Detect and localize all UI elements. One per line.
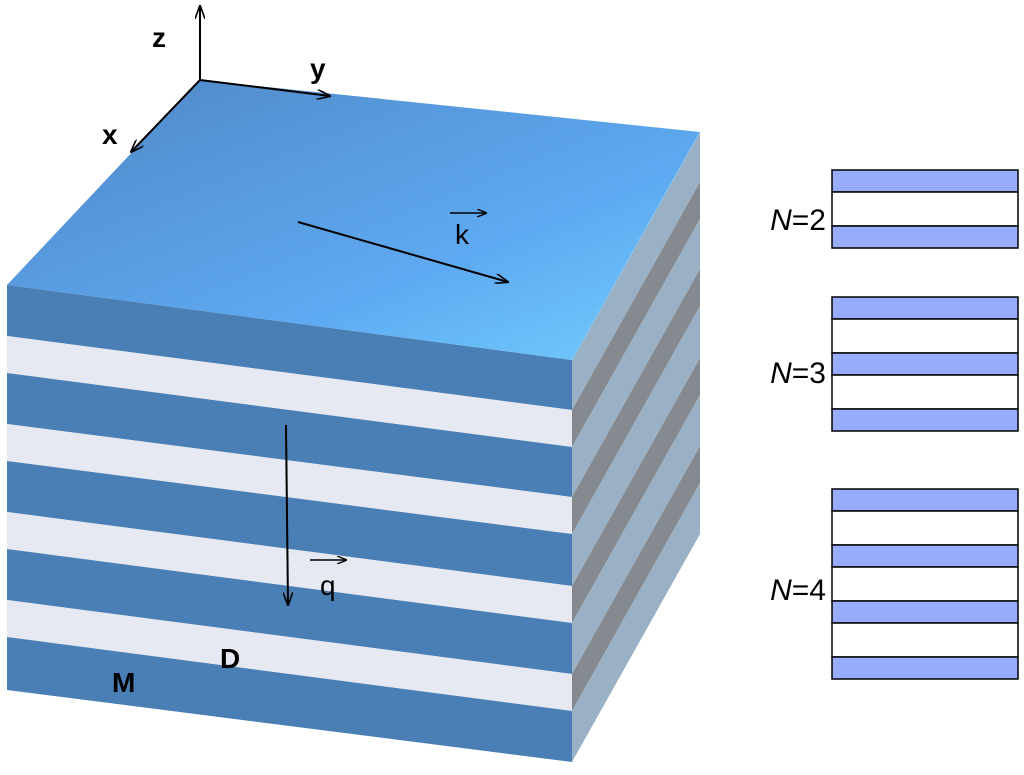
front-layer-stack [7, 285, 572, 762]
dielectric-layer-front [7, 424, 572, 534]
dielectric-layer-side [572, 358, 700, 623]
metal-layer-side [572, 219, 700, 497]
panel-label-variable: N [770, 574, 792, 607]
panel-label-value: =3 [792, 357, 826, 390]
panel-label-value: =2 [792, 204, 826, 237]
side-layer-stack [572, 132, 700, 762]
dielectric-layer-side [572, 269, 700, 534]
metal-layer-side [572, 483, 700, 762]
x-axis-arrow [131, 79, 201, 152]
top-face [7, 80, 700, 360]
z-axis-label: z [152, 22, 166, 53]
x-axis-label: x [102, 119, 118, 150]
panel-label-n3: N=3 [770, 357, 826, 390]
panel-metal-layer [831, 656, 1019, 680]
metal-layer-side [572, 395, 700, 674]
k-vector: k [297, 213, 508, 282]
panel-label-variable: N [770, 204, 792, 237]
layer-panel-n4: N=4 [770, 488, 1019, 680]
panel-metal-layer [831, 296, 1019, 320]
dielectric-layer-front [7, 512, 572, 623]
panel-label-n2: N=2 [770, 204, 826, 237]
dielectric-layer-front [7, 600, 572, 711]
metal-layer-front [7, 285, 572, 410]
top-edge-highlight [571, 131, 701, 361]
panel-metal-layer [831, 544, 1019, 568]
metal-layer-front [7, 637, 572, 762]
panel-metal-layer [831, 169, 1019, 193]
panel-metal-layer [831, 225, 1019, 249]
panel-dielectric-layer [831, 566, 1019, 602]
panel-label-variable: N [770, 357, 792, 390]
panel-dielectric-layer [831, 318, 1019, 354]
panel-dielectric-layer [831, 191, 1019, 227]
k-vector-arrow [297, 221, 508, 282]
y-axis-arrow [199, 79, 330, 96]
panel-label-n4: N=4 [770, 574, 826, 607]
dielectric-layer-side [572, 446, 700, 711]
metal-layer-side [572, 132, 700, 410]
coordinate-axes: z y x [102, 6, 330, 152]
dielectric-layer-front [7, 336, 572, 447]
k-vector-label: k [455, 219, 470, 250]
panel-dielectric-layer [831, 510, 1019, 546]
panel-dielectric-layer [831, 622, 1019, 658]
q-vector-label: q [320, 570, 336, 601]
dielectric-layer-label: D [220, 643, 240, 674]
y-axis-label: y [310, 53, 326, 84]
layer-count-panels: N=2N=3N=4 [770, 169, 1019, 680]
layer-panel-n2: N=2 [770, 169, 1019, 249]
panel-metal-layer [831, 408, 1019, 432]
panel-dielectric-layer [831, 374, 1019, 410]
metal-layer-front [7, 461, 572, 586]
panel-metal-layer [831, 352, 1019, 376]
panel-metal-layer [831, 488, 1019, 512]
q-vector-arrow [286, 424, 288, 605]
layer-panel-n3: N=3 [770, 296, 1019, 432]
metal-layer-side [572, 306, 700, 586]
metal-layer-front [7, 549, 572, 674]
panel-label-value: =4 [792, 574, 826, 607]
dielectric-layer-side [572, 182, 700, 447]
metal-layer-label: M [112, 667, 135, 698]
panel-metal-layer [831, 600, 1019, 624]
metal-layer-front [7, 373, 572, 497]
q-vector: q [286, 424, 346, 605]
